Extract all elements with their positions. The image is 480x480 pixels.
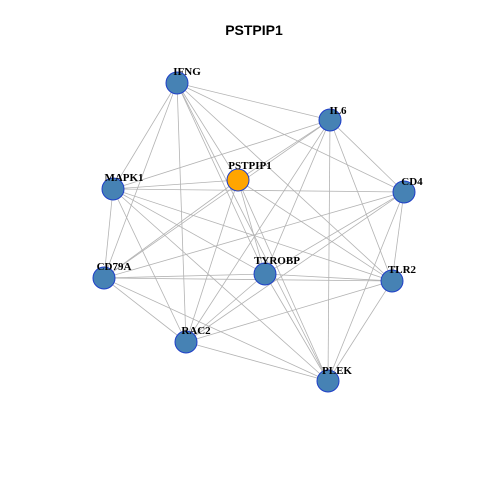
node-circle-mapk1 — [101, 177, 125, 201]
edge-cd79a-tlr2 — [103, 277, 393, 282]
edge-tyrobp-plek — [264, 273, 329, 382]
edge-ifng-mapk1 — [112, 82, 178, 190]
edge-cd79a-plek — [103, 277, 329, 382]
edge-pstpip1-rac2 — [185, 179, 239, 343]
edge-pstpip1-cd79a — [103, 179, 239, 279]
node-label-pstpip1: PSTPIP1 — [228, 160, 271, 172]
edge-ifng-tlr2 — [176, 82, 393, 282]
edge-tlr2-plek — [327, 280, 393, 382]
edge-cd4-plek — [327, 191, 405, 382]
edge-rac2-plek — [185, 341, 329, 382]
node-circle-rac2 — [174, 330, 198, 354]
edge-il6-tlr2 — [329, 119, 393, 282]
node-circle-plek — [316, 369, 340, 393]
edge-pstpip1-tyrobp — [237, 179, 266, 275]
edge-il6-pstpip1 — [237, 119, 331, 181]
node-label-mapk1: MAPK1 — [104, 172, 143, 184]
node-label-rac2: RAC2 — [181, 325, 211, 337]
edge-il6-cd4 — [329, 119, 405, 193]
edge-mapk1-tyrobp — [112, 188, 266, 275]
edge-il6-rac2 — [185, 119, 331, 343]
edge-cd4-tyrobp — [264, 191, 405, 275]
node-circle-tyrobp — [253, 262, 277, 286]
node-ifng: IFNG — [165, 66, 201, 95]
edge-cd4-rac2 — [185, 191, 405, 343]
node-tyrobp: TYROBP — [253, 255, 300, 286]
edge-ifng-rac2 — [176, 82, 187, 343]
edge-pstpip1-tlr2 — [237, 179, 393, 282]
edge-ifng-il6 — [176, 82, 331, 121]
edge-mapk1-rac2 — [112, 188, 187, 343]
edge-il6-plek — [327, 119, 331, 382]
edge-mapk1-plek — [112, 188, 329, 382]
edge-ifng-cd4 — [176, 82, 405, 193]
node-circle-pstpip1 — [226, 168, 250, 192]
edge-mapk1-cd4 — [112, 188, 405, 193]
edge-cd4-tlr2 — [391, 191, 405, 282]
diagram-title: PSTPIP1 — [225, 22, 283, 38]
edge-cd79a-rac2 — [103, 277, 187, 343]
node-circle-il6 — [318, 108, 342, 132]
edge-il6-mapk1 — [112, 119, 331, 190]
node-pstpip1: PSTPIP1 — [226, 160, 272, 192]
node-tlr2: TLR2 — [380, 264, 417, 293]
edge-ifng-plek — [176, 82, 329, 382]
edge-mapk1-tlr2 — [112, 188, 393, 282]
node-label-ifng: IFNG — [173, 66, 201, 78]
node-circle-cd79a — [92, 266, 116, 290]
edge-tyrobp-rac2 — [185, 273, 266, 343]
edge-cd79a-tyrobp — [103, 273, 266, 279]
node-label-tlr2: TLR2 — [388, 264, 417, 276]
node-rac2: RAC2 — [174, 325, 211, 354]
edge-cd4-cd79a — [103, 191, 405, 279]
node-mapk1: MAPK1 — [101, 172, 144, 201]
node-circle-cd4 — [392, 180, 416, 204]
node-label-plek: PLEK — [322, 365, 352, 377]
edge-ifng-pstpip1 — [176, 82, 239, 181]
edge-il6-tyrobp — [264, 119, 331, 275]
edge-layer — [103, 82, 405, 382]
edge-il6-cd79a — [103, 119, 331, 279]
edge-pstpip1-plek — [237, 179, 329, 382]
node-plek: PLEK — [316, 365, 352, 393]
node-il6: IL6 — [318, 105, 347, 132]
edge-tlr2-rac2 — [185, 280, 393, 343]
node-label-cd4: CD4 — [401, 176, 423, 188]
node-label-il6: IL6 — [329, 105, 347, 117]
node-label-cd79a: CD79A — [97, 261, 132, 273]
edge-pstpip1-mapk1 — [112, 179, 239, 190]
edge-tyrobp-tlr2 — [264, 273, 393, 282]
node-cd79a: CD79A — [92, 261, 132, 290]
node-cd4: CD4 — [392, 176, 423, 204]
node-label-tyrobp: TYROBP — [254, 255, 300, 267]
node-circle-ifng — [165, 71, 189, 95]
edge-mapk1-cd79a — [103, 188, 114, 279]
node-circle-tlr2 — [380, 269, 404, 293]
